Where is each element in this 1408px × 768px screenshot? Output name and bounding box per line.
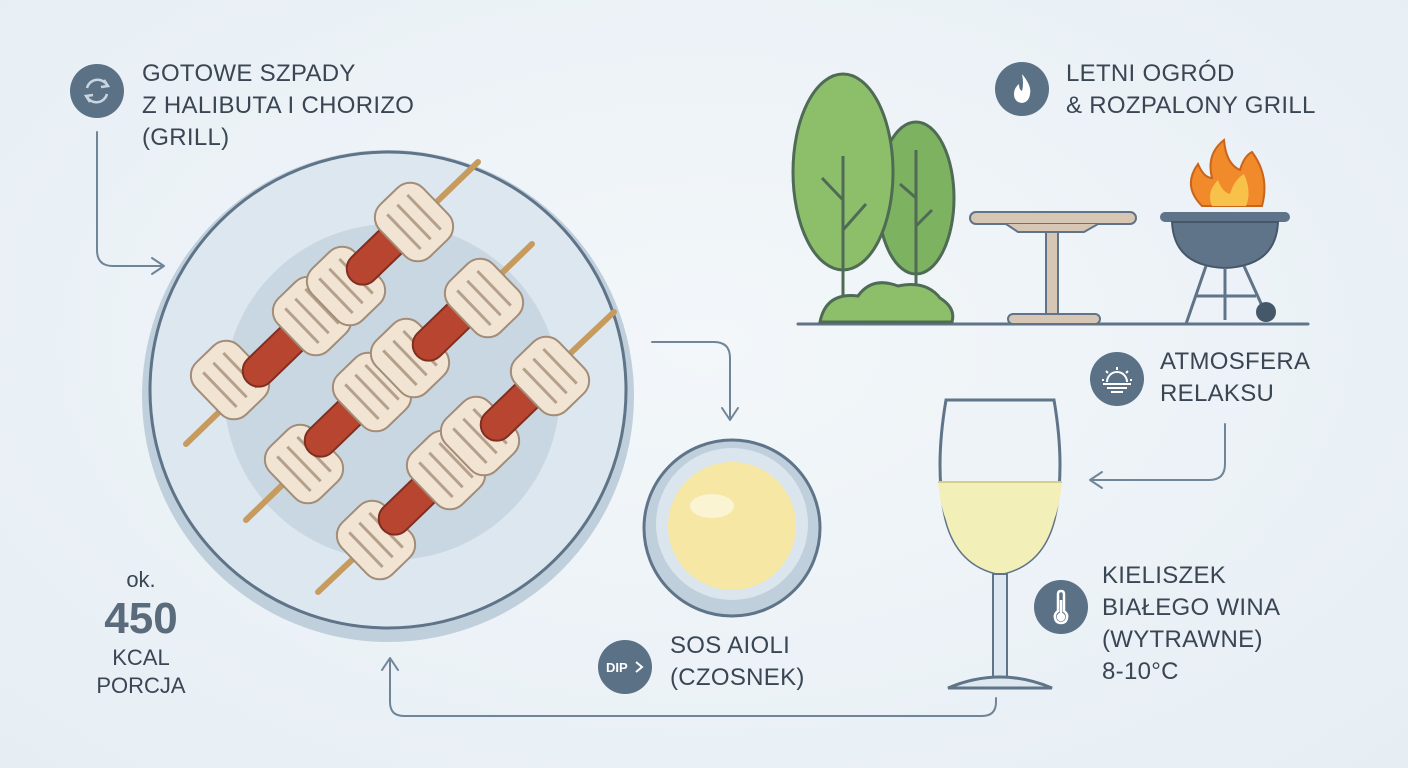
arrow-relax-to-wine <box>1091 423 1226 481</box>
skewers-label-line: Z HALIBUTA I CHORIZO <box>142 92 415 119</box>
skewers <box>183 159 617 595</box>
arrowhead-sauce <box>721 407 739 421</box>
garden-label: LETNI OGRÓD & ROZPALONY GRILL <box>1066 58 1316 122</box>
flame-icon <box>995 62 1049 116</box>
relax-label-line: ATMOSFERA <box>1160 348 1311 375</box>
sauce-label-line: (CZOSNEK) <box>670 664 805 691</box>
relax-label-line: RELAKSU <box>1160 380 1275 407</box>
arrow-label-to-plate <box>96 131 163 267</box>
sauce-label-line: SOS AIOLI <box>670 632 791 659</box>
table-icon <box>969 211 1137 325</box>
grill-icon <box>1160 138 1290 325</box>
arrowhead-bottom <box>381 657 399 671</box>
skewer-1 <box>183 159 481 447</box>
skewers-label-line: GOTOWE SZPADY <box>142 60 356 87</box>
arrowhead-plate <box>151 257 165 275</box>
garden-scene <box>791 72 1310 326</box>
wine-label-line: (WYTRAWNE) <box>1102 626 1263 653</box>
wine-label: KIELISZEK BIAŁEGO WINA (WYTRAWNE) 8-10°C <box>1102 560 1280 688</box>
connector-arrows <box>96 131 1226 717</box>
dip-badge: DIP <box>598 640 652 694</box>
dip-badge-text: DIP <box>606 660 628 675</box>
calories-prefix: ok. <box>126 567 156 592</box>
arrow-wine-to-plate <box>389 659 997 717</box>
calories-value: 450 <box>104 594 178 643</box>
aioli-bowl <box>642 438 822 618</box>
skewer-3 <box>315 309 617 595</box>
wine-glass <box>938 398 1062 690</box>
arrowhead-wine <box>1089 471 1103 489</box>
calories-per: PORCJA <box>96 673 186 698</box>
wine-label-line: BIAŁEGO WINA <box>1102 594 1281 621</box>
garden-label-line: LETNI OGRÓD <box>1066 60 1235 87</box>
wine-label-line: 8-10°C <box>1102 658 1179 685</box>
sunrise-icon <box>1090 352 1144 406</box>
wine-label-line: KIELISZEK <box>1102 562 1227 589</box>
calories-block: ok. 450 KCAL PORCJA <box>86 566 196 700</box>
calories-unit: KCAL <box>112 645 170 670</box>
tree-icon <box>791 72 956 324</box>
skewer-2 <box>243 241 535 523</box>
thermometer-icon <box>1034 580 1088 634</box>
sauce-label: SOS AIOLI (CZOSNEK) <box>670 630 805 694</box>
skewers-label: GOTOWE SZPADY Z HALIBUTA I CHORIZO (GRIL… <box>142 58 414 154</box>
arrow-to-sauce <box>651 341 731 419</box>
garden-label-line: & ROZPALONY GRILL <box>1066 92 1316 119</box>
refresh-icon <box>70 64 124 118</box>
relax-label: ATMOSFERA RELAKSU <box>1160 346 1310 410</box>
skewers-label-line: (GRILL) <box>142 124 230 151</box>
